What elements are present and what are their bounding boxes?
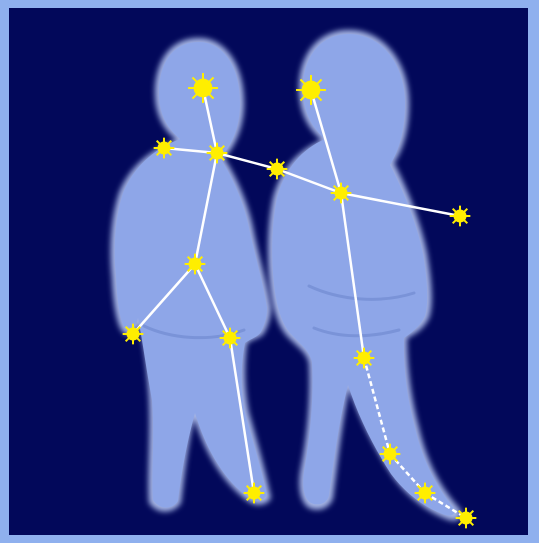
star-icon [207,143,228,164]
star-icon [415,483,436,504]
star-icon [188,73,218,103]
star-icon [220,328,241,349]
right-twin-figure [268,30,461,521]
star-icon [244,483,265,504]
star-icon [354,348,375,369]
star-icon [296,75,326,105]
night-sky-panel [9,8,528,535]
gemini-illustration [9,8,528,535]
star-icon [185,254,206,275]
star-icon [331,183,352,204]
star-icon [456,508,477,529]
star-icon [154,138,175,159]
star-icon [267,159,288,180]
star-icon [123,324,144,345]
star-icon [380,444,401,465]
star-icon [450,206,471,227]
